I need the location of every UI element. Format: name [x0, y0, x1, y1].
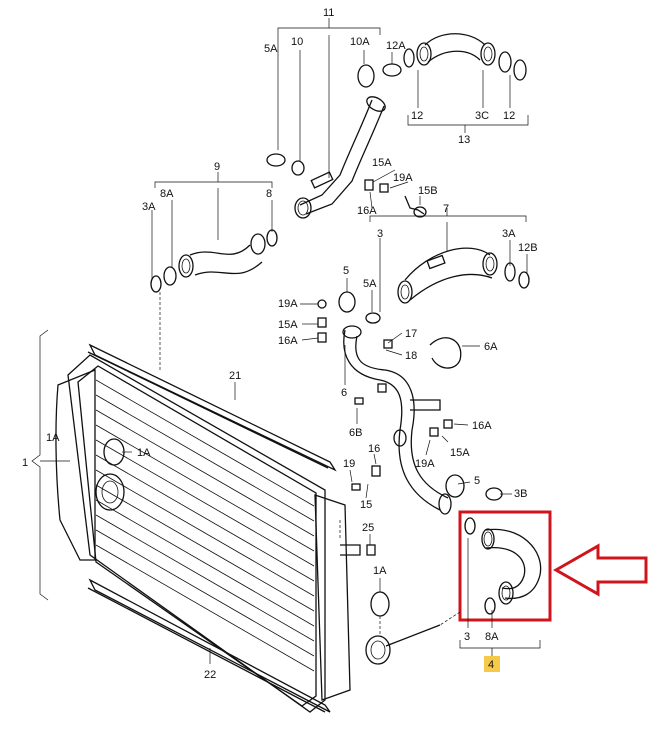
- label-1a-c: 1A: [373, 565, 387, 577]
- label-19a-a: 19A: [393, 172, 413, 184]
- pipe-assembly-11: [266, 63, 402, 219]
- label-12-b: 12: [503, 110, 515, 122]
- part-labels: 11 10 10A 5A 12A 12 3C 12 13 9 8A 8 3A 1…: [22, 7, 538, 681]
- leader-lines: [31, 18, 541, 664]
- label-16a-c: 16A: [472, 420, 492, 432]
- label-6a: 6A: [484, 341, 498, 353]
- o-ring-1a-c: [370, 591, 390, 617]
- label-16a-a: 16A: [357, 205, 377, 217]
- label-15: 15: [360, 499, 372, 511]
- label-3b: 3B: [514, 488, 527, 500]
- label-3a-right: 3A: [502, 228, 516, 240]
- label-1a-a: 1A: [46, 432, 60, 444]
- label-5-mid: 5: [343, 265, 349, 277]
- label-1: 1: [22, 457, 28, 469]
- o-ring-10: [291, 160, 305, 176]
- hose-assembly-7: [365, 247, 530, 324]
- hose-assembly-9: [150, 229, 278, 293]
- label-4-highlight: [484, 656, 500, 672]
- label-21: 21: [229, 370, 241, 382]
- label-10: 10: [291, 36, 303, 48]
- label-19a-b: 19A: [278, 298, 298, 310]
- label-15a-a: 15A: [372, 157, 392, 169]
- label-15a-b: 15A: [278, 319, 298, 331]
- clamp-12a: [382, 63, 402, 77]
- label-1a-b: 1A: [137, 447, 151, 459]
- arrow-left-outline-icon: [552, 543, 648, 597]
- o-ring-10a: [357, 64, 375, 88]
- hose-4: [464, 517, 542, 615]
- hose-assembly-13: [403, 33, 527, 81]
- label-5a-top: 5A: [264, 43, 278, 55]
- label-22: 22: [204, 669, 216, 681]
- label-15a-c: 15A: [450, 447, 470, 459]
- label-19a-c: 19A: [415, 458, 435, 470]
- cover-plate-21: [87, 343, 337, 472]
- label-17: 17: [405, 328, 417, 340]
- label-5a-mid: 5A: [363, 278, 377, 290]
- label-4: 4: [488, 659, 494, 671]
- label-13: 13: [458, 134, 470, 146]
- o-ring-1a-a: [103, 438, 125, 466]
- label-19: 19: [343, 458, 355, 470]
- label-10a: 10A: [350, 36, 370, 48]
- label-18: 18: [405, 350, 417, 362]
- label-8-top: 8: [266, 188, 272, 200]
- label-3-mid: 3: [377, 228, 383, 240]
- label-12-a: 12: [411, 110, 423, 122]
- label-6: 6: [341, 387, 347, 399]
- clamp-5a-top: [266, 153, 286, 167]
- label-16: 16: [368, 443, 380, 455]
- label-25: 25: [362, 522, 374, 534]
- nut-16: [371, 465, 381, 477]
- intercooler-1: [55, 354, 441, 713]
- label-12b: 12B: [518, 242, 538, 254]
- label-15b: 15B: [418, 185, 438, 197]
- label-3a-left: 3A: [142, 201, 156, 213]
- label-11: 11: [323, 7, 334, 19]
- label-3c: 3C: [475, 110, 489, 122]
- label-5-low: 5: [474, 475, 480, 487]
- bolt-19: [351, 483, 361, 491]
- cover-plate-22: [87, 578, 331, 713]
- label-8a-low: 8A: [485, 631, 499, 643]
- label-9: 9: [214, 161, 220, 173]
- label-16a-b: 16A: [278, 335, 298, 347]
- label-3-low: 3: [464, 631, 470, 643]
- label-7: 7: [443, 203, 449, 215]
- label-6b: 6B: [349, 427, 362, 439]
- bolt-25: [366, 544, 376, 556]
- highlight-box: [458, 510, 552, 622]
- pipe-6: [342, 325, 503, 515]
- label-12a: 12A: [386, 40, 406, 52]
- label-8a-top: 8A: [160, 188, 174, 200]
